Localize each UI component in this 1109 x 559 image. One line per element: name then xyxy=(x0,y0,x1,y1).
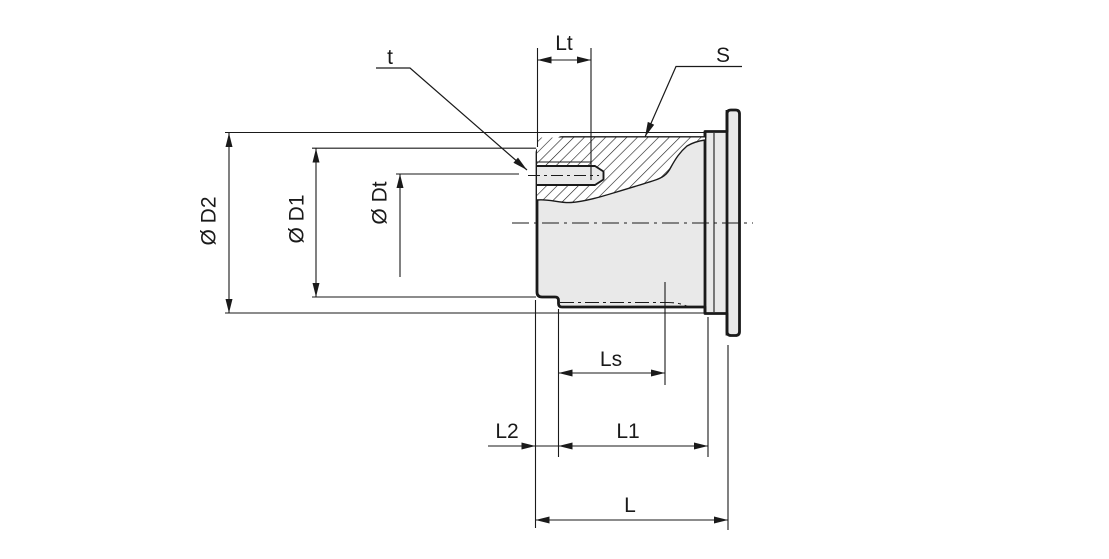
label-thread-s: S xyxy=(716,44,730,67)
arrow-l1-left xyxy=(558,442,573,450)
arrow-d2-top xyxy=(225,133,233,147)
break-line xyxy=(536,139,706,204)
arrow-s-leader xyxy=(645,121,655,137)
arrow-l2-right xyxy=(521,442,536,450)
leader-t xyxy=(376,67,528,171)
square-drive-hole-fill xyxy=(537,166,604,185)
arrow-d1-bottom xyxy=(312,283,320,297)
arrow-l1-right xyxy=(694,442,708,450)
thread-root-line xyxy=(560,301,689,308)
arrow-d2-bottom xyxy=(225,299,233,313)
arrow-l-left xyxy=(535,516,550,524)
label-diameter-d2: Ø D2 xyxy=(198,196,221,245)
arrow-ls-left xyxy=(558,369,573,377)
arrowheads xyxy=(225,56,728,524)
label-diameter-dt: Ø Dt xyxy=(369,181,392,224)
arrow-ls-right xyxy=(651,369,665,377)
arrow-lt-right xyxy=(577,56,591,64)
label-thread-length-ls: Ls xyxy=(600,348,622,371)
arrow-dt-top xyxy=(396,174,404,188)
section-hatch-area xyxy=(537,137,705,203)
label-square-depth-lt: Lt xyxy=(555,32,573,55)
square-drive-hole-outline xyxy=(537,165,605,186)
arrow-d1-top xyxy=(312,148,320,163)
label-body-length-l1: L1 xyxy=(616,420,639,443)
label-diameter-d1: Ø D1 xyxy=(286,194,309,243)
label-square-drive-t: t xyxy=(387,46,393,69)
label-overall-length-l: L xyxy=(624,494,636,517)
label-step-length-l2: L2 xyxy=(495,420,518,443)
arrow-lt-left xyxy=(537,56,552,64)
arrow-t-leader xyxy=(513,157,527,170)
arrow-l-right xyxy=(714,516,728,524)
leader-s xyxy=(644,65,742,138)
